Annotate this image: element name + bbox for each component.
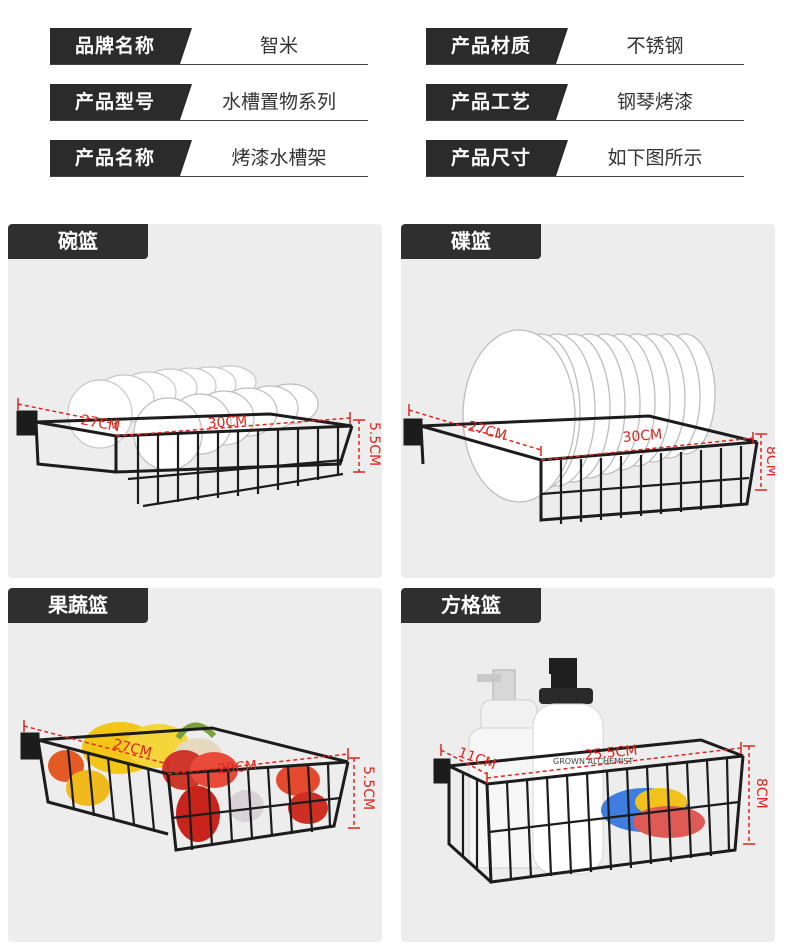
spec-row-brand: 品牌名称 智米 [50, 28, 368, 65]
spec-label: 产品名称 [50, 140, 192, 176]
veg-basket-illustration: 27CM 20CM 5.5CM [20, 720, 376, 852]
panel-title: 碗篮 [8, 224, 148, 259]
spec-label: 产品型号 [50, 84, 192, 120]
grid-length-label: 25.5CM [584, 743, 638, 764]
grid-basket-illustration: GROWN ALCHEMIST [433, 658, 769, 884]
spec-label: 产品材质 [426, 28, 568, 64]
spec-row-craft: 产品工艺 钢琴烤漆 [426, 84, 744, 121]
panel-title: 方格篮 [401, 588, 541, 623]
panel-bowl-basket: 27CM 30CM 5.5CM 碗篮 [8, 224, 382, 578]
plate-height-label: 8CM [763, 446, 775, 477]
spec-label: 产品尺寸 [426, 140, 568, 176]
bowl-length-label: 30CM [207, 413, 248, 432]
bottle-label: GROWN ALCHEMIST [553, 757, 633, 766]
spec-value: 钢琴烤漆 [616, 91, 693, 113]
bowl-basket-illustration: 27CM 30CM 5.5CM [16, 365, 382, 508]
spec-value: 智米 [259, 35, 298, 57]
veg-height-label: 5.5CM [360, 766, 376, 810]
bowl-height-label: 5.5CM [366, 422, 382, 466]
spec-value: 烤漆水槽架 [231, 147, 327, 169]
spec-value: 如下图所示 [607, 147, 703, 169]
spec-row-size: 产品尺寸 如下图所示 [426, 140, 744, 177]
panel-veg-basket: 27CM 20CM 5.5CM 果蔬篮 [8, 588, 382, 942]
spec-value: 不锈钢 [626, 35, 684, 57]
plate-basket-illustration: 27CM 30CM 8CM [403, 329, 775, 524]
spec-row-model: 产品型号 水槽置物系列 [50, 84, 368, 121]
spec-value: 水槽置物系列 [221, 91, 336, 113]
panel-title: 果蔬篮 [8, 588, 148, 623]
panel-plate-basket: 27CM 30CM 8CM 碟篮 [401, 224, 775, 578]
veg-length-label: 20CM [217, 758, 258, 778]
grid-height-label: 8CM [753, 778, 769, 809]
spec-label: 产品工艺 [426, 84, 568, 120]
bowl-width-label: 27CM [79, 412, 121, 435]
spec-label: 品牌名称 [50, 28, 192, 64]
panel-grid-basket: GROWN ALCHEMIST [401, 588, 775, 942]
panel-title: 碟篮 [401, 224, 541, 259]
plate-length-label: 30CM [622, 427, 663, 446]
spec-row-material: 产品材质 不锈钢 [426, 28, 744, 65]
spec-row-name: 产品名称 烤漆水槽架 [50, 140, 368, 177]
